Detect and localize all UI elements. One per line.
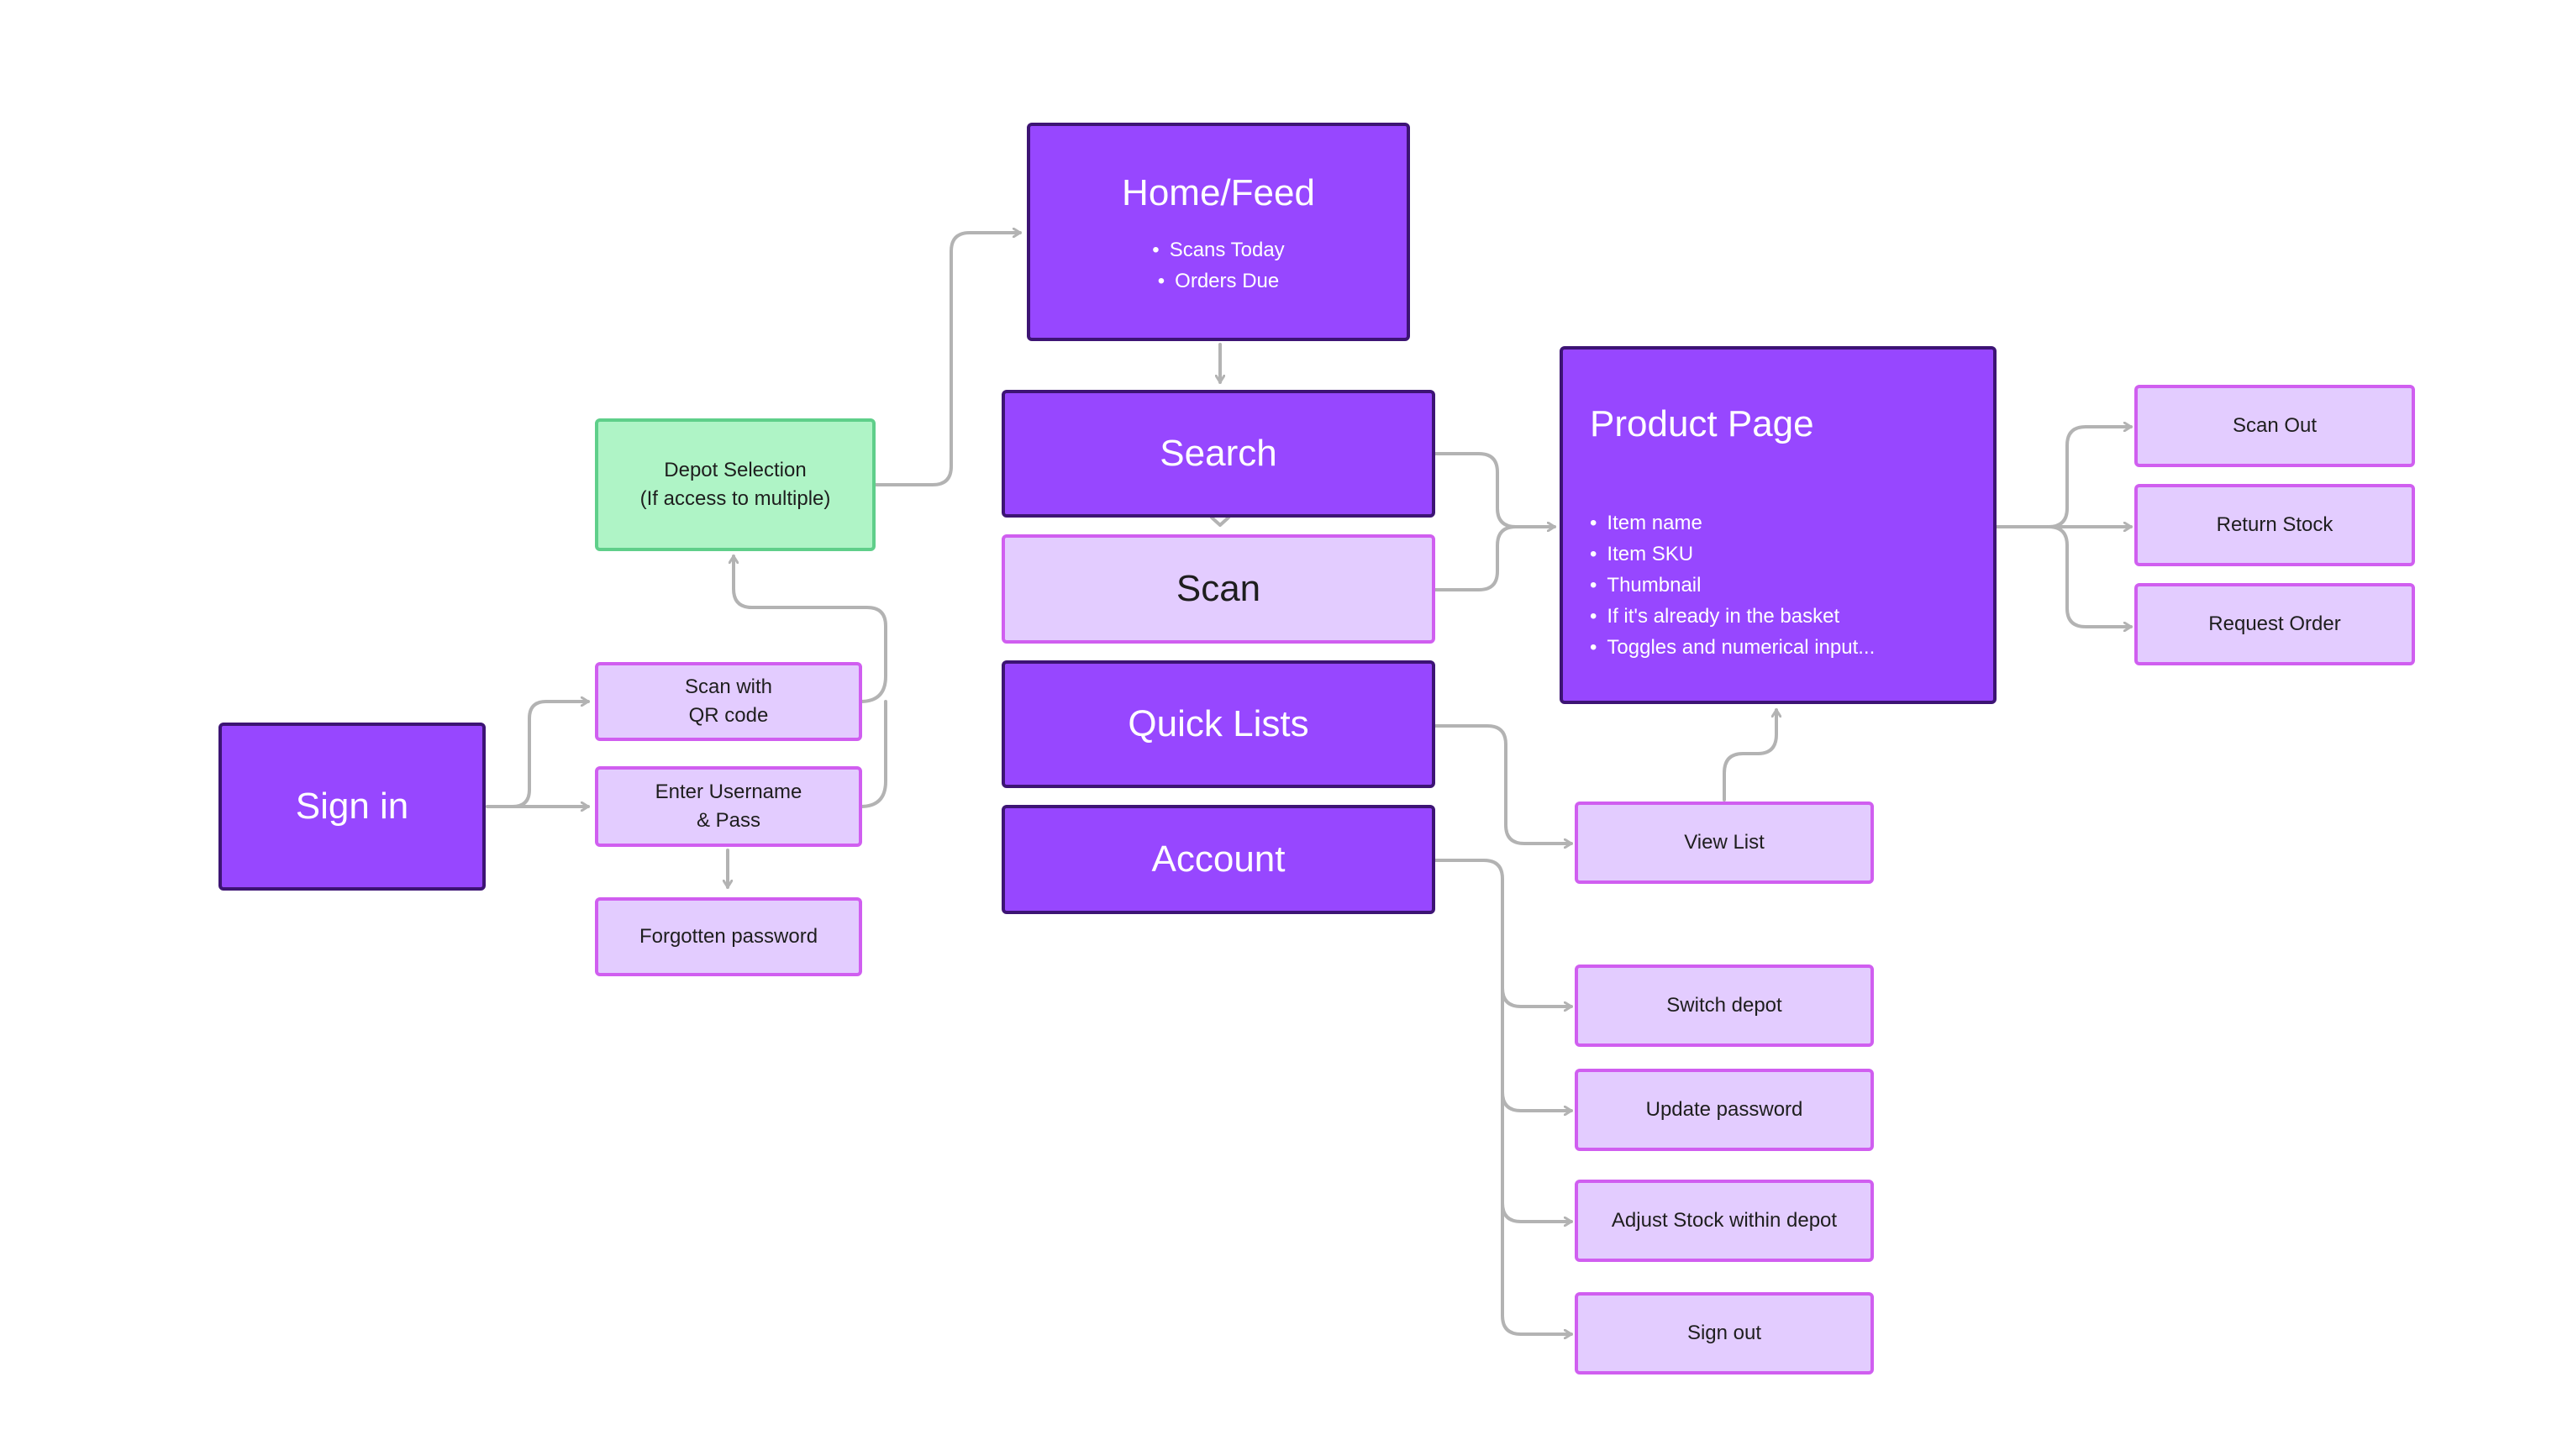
connector-account-to-adjust-stock [1501, 1201, 1573, 1222]
depot-selection-label-line2: (If access to multiple) [639, 487, 831, 510]
switch-depot-node[interactable]: Switch depot [1575, 965, 1874, 1047]
update-password-node[interactable]: Update password [1575, 1069, 1874, 1151]
connector-search-to-product-page [1434, 452, 1556, 527]
view-list-node[interactable]: View List [1575, 802, 1874, 884]
enter-username-node[interactable]: Enter Username & Pass [595, 766, 862, 847]
product-page-item-toggles: Toggles and numerical input... [1590, 632, 1875, 663]
sign-in-node[interactable]: Sign in [218, 723, 486, 891]
depot-selection-label-line1: Depot Selection [664, 459, 807, 482]
sign-out-node[interactable]: Sign out [1575, 1292, 1874, 1375]
quick-lists-node[interactable]: Quick Lists [1002, 660, 1435, 788]
forgotten-password-node[interactable]: Forgotten password [595, 897, 862, 976]
sign-out-label: Sign out [1686, 1322, 1762, 1345]
product-page-item-sku: Item SKU [1590, 539, 1875, 570]
scan-out-node[interactable]: Scan Out [2134, 385, 2415, 467]
home-feed-title: Home/Feed [1122, 172, 1315, 214]
account-node[interactable]: Account [1002, 805, 1435, 914]
adjust-stock-node[interactable]: Adjust Stock within depot [1575, 1180, 1874, 1262]
switch-depot-label: Switch depot [1666, 994, 1782, 1017]
request-order-node[interactable]: Request Order [2134, 583, 2415, 665]
forgotten-password-label: Forgotten password [639, 925, 818, 949]
product-page-node[interactable]: Product Page Item name Item SKU Thumbnai… [1560, 346, 1997, 704]
scan-out-label: Scan Out [2232, 414, 2318, 438]
connector-signin-to-scan-qr [486, 702, 590, 808]
home-feed-node[interactable]: Home/Feed Scans Today Orders Due [1027, 123, 1410, 341]
connector-scan-to-product-page [1434, 525, 1518, 591]
quick-lists-label: Quick Lists [1128, 703, 1309, 745]
connector-account-to-update-password [1501, 1091, 1573, 1111]
product-page-item-thumbnail: Thumbnail [1590, 570, 1875, 601]
product-page-item-in-basket: If it's already in the basket [1590, 601, 1875, 632]
home-feed-item-scans-today: Scans Today [1152, 234, 1285, 265]
view-list-label: View List [1684, 831, 1765, 854]
request-order-label: Request Order [2208, 612, 2341, 636]
product-page-title: Product Page [1590, 403, 1814, 444]
enter-username-label-line2: & Pass [696, 809, 761, 832]
connector-enter-username-to-depot-selection [859, 700, 887, 808]
account-label: Account [1151, 838, 1286, 880]
return-stock-label: Return Stock [2216, 513, 2333, 537]
scan-qr-node[interactable]: Scan with QR code [595, 662, 862, 741]
search-node[interactable]: Search [1002, 390, 1435, 518]
connector-account-to-sign-out [1434, 859, 1573, 1334]
home-feed-item-orders-due: Orders Due [1152, 265, 1284, 297]
product-page-list: Item name Item SKU Thumbnail If it's alr… [1590, 507, 1875, 664]
sign-in-label: Sign in [295, 786, 409, 828]
depot-selection-node[interactable]: Depot Selection (If access to multiple) [595, 418, 876, 551]
connector-search-to-scan [1210, 516, 1230, 527]
adjust-stock-label: Adjust Stock within depot [1611, 1209, 1838, 1233]
search-label: Search [1160, 433, 1277, 475]
return-stock-node[interactable]: Return Stock [2134, 484, 2415, 566]
connector-product-page-to-scan-out [2047, 427, 2133, 528]
connector-quick-lists-to-view-list [1434, 724, 1573, 844]
enter-username-label-line1: Enter Username [655, 781, 802, 804]
product-page-item-name: Item name [1590, 507, 1875, 539]
connector-depot-selection-to-home-feed [873, 233, 1022, 486]
connector-product-page-to-request-order [2047, 525, 2133, 627]
scan-qr-label-line1: Scan with [684, 675, 773, 699]
scan-label: Scan [1176, 568, 1261, 610]
scan-qr-label-line2: QR code [688, 704, 769, 727]
scan-node[interactable]: Scan [1002, 534, 1435, 644]
connector-account-to-switch-depot [1501, 986, 1573, 1007]
home-feed-list: Scans Today Orders Due [1152, 234, 1285, 297]
connector-view-list-to-product-page [1723, 708, 1776, 802]
update-password-label: Update password [1645, 1098, 1803, 1122]
